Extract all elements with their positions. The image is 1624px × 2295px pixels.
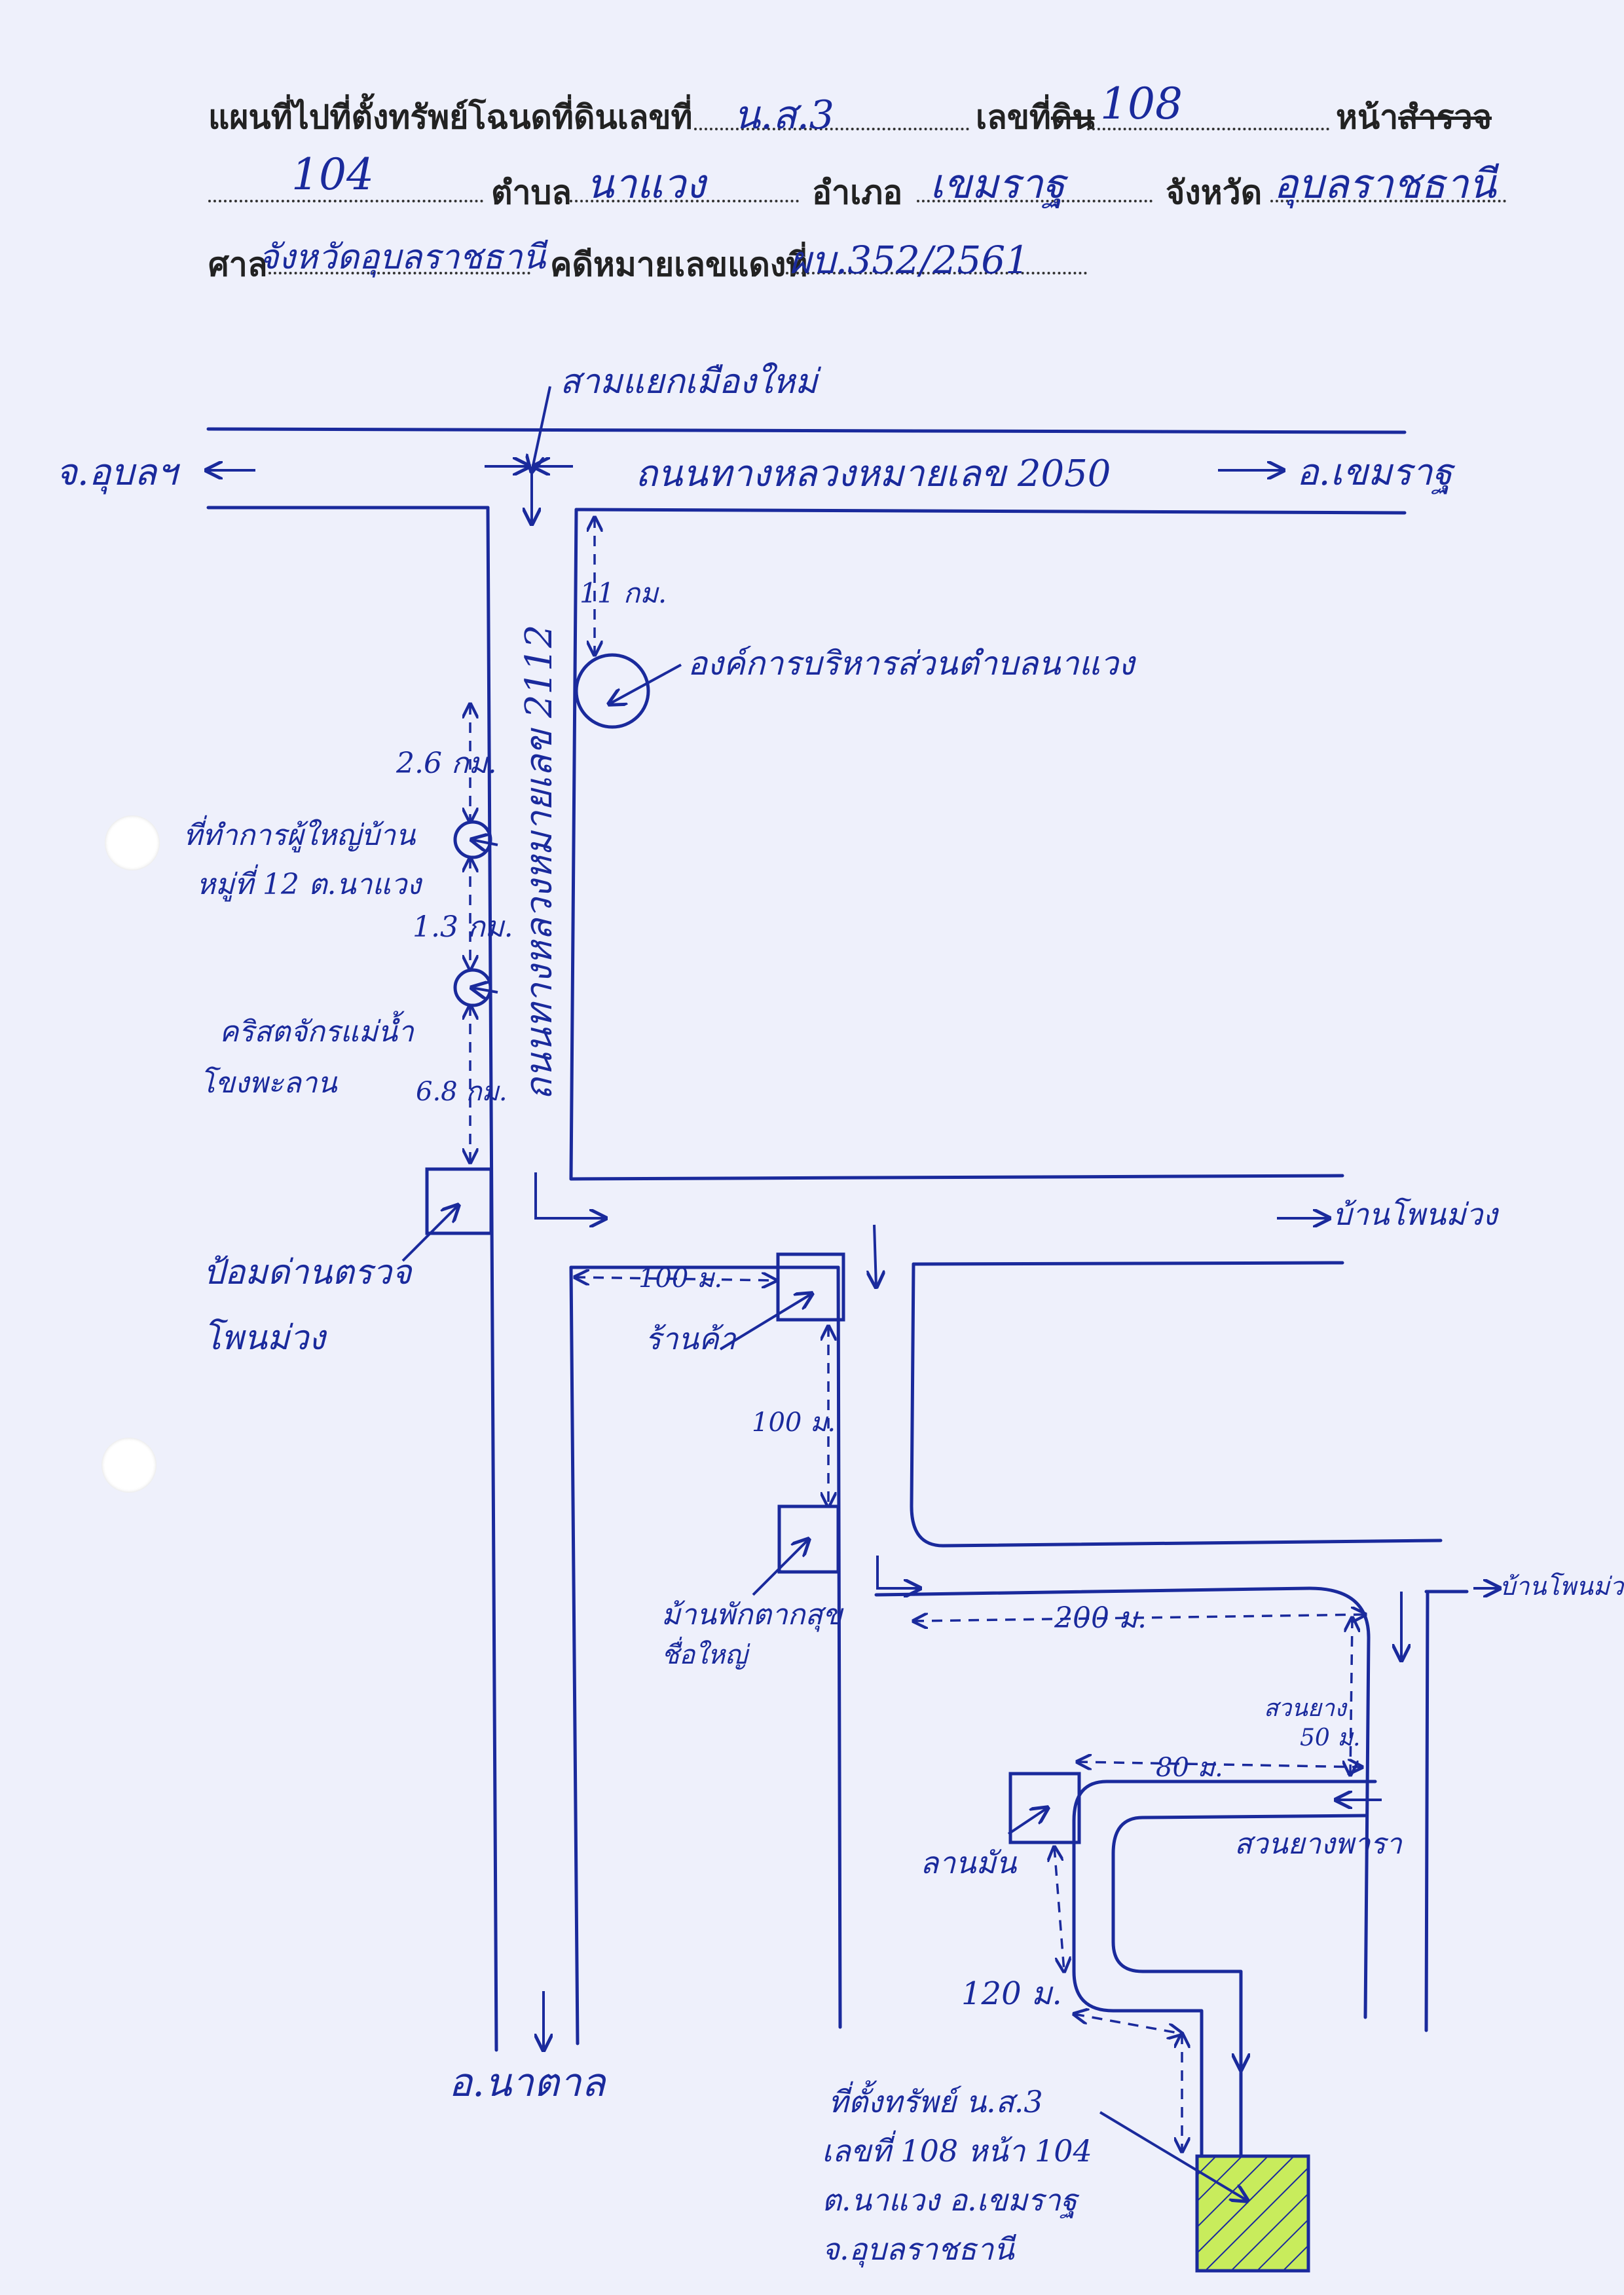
province-dotline xyxy=(1270,200,1506,202)
property-parcel xyxy=(1195,2154,1310,2273)
page-no-value: 104 xyxy=(291,149,374,200)
road-2112-right-edge-top xyxy=(569,508,578,1181)
property-label-2: เลขที่ 108 หน้า 104 xyxy=(822,2130,1092,2169)
dist-6-8km-label: 6.8 กม. xyxy=(416,1077,507,1107)
tao-office-label: องค์การบริหารส่วนตำบลนาแวง xyxy=(688,644,1137,682)
arrow-to-tao xyxy=(609,663,682,704)
highway-top-edge xyxy=(206,427,1407,434)
shop-marker xyxy=(776,1252,845,1322)
subdistrict-value: นาแวง xyxy=(586,160,706,208)
district-dotline xyxy=(917,200,1153,202)
ubon-label: จ.อุบลฯ xyxy=(56,451,180,494)
punch-hole-top xyxy=(105,815,160,870)
dim-50m xyxy=(1350,1618,1352,1775)
checkpoint-label-1: ป้อมด่านตรวจ xyxy=(203,1253,413,1292)
dim-100m-shop xyxy=(575,1277,776,1280)
tao-office-marker xyxy=(574,653,650,729)
block-outline xyxy=(910,1262,1443,1548)
subdistrict-dotline xyxy=(570,200,799,202)
dist-120m-label: 120 ม. xyxy=(961,1975,1062,2012)
resort-marker xyxy=(777,1504,840,1574)
lower-road-right-edge xyxy=(1424,1590,1430,2032)
dist-100m-shop-label: 100 ม. xyxy=(638,1263,722,1294)
dist-2-6km-label: 2.6 กม. xyxy=(396,747,497,780)
branch-road-top-edge xyxy=(569,1174,1344,1181)
shop-label: ร้านค้า xyxy=(645,1321,737,1356)
resort-label-1: ม้านพักตากสุข xyxy=(661,1598,844,1632)
khemmarat-label: อ.เขมราฐ xyxy=(1297,451,1456,494)
lower-road-top-edge xyxy=(874,1586,1371,2019)
dist-50m-label-2: 50 ม. xyxy=(1300,1725,1360,1751)
dist-100m-resort-label: 100 ม. xyxy=(752,1408,836,1438)
dist-80m-label: 80 ม. xyxy=(1156,1753,1223,1783)
dist-200m-label: 200 ม. xyxy=(1054,1601,1147,1635)
parcel-no-value: 108 xyxy=(1100,79,1183,129)
punch-hole-bottom xyxy=(101,1438,157,1493)
dim-120m-lane xyxy=(1074,2014,1182,2034)
dist-50m-label-1: สวนยาง xyxy=(1264,1695,1348,1722)
dist-11km-label: 11 กม. xyxy=(580,577,667,609)
court-dotline xyxy=(268,272,530,274)
village-label-1: บ้านโพนม่วง xyxy=(1333,1197,1500,1232)
dim-120m xyxy=(1054,1847,1064,1971)
page-no-dotline xyxy=(208,200,483,202)
checkpoint-label-2: โพนม่วง xyxy=(203,1318,327,1358)
deed-no-dotline xyxy=(694,128,969,130)
title-label: แผนที่ไปที่ตั้งทรัพย์โฉนดที่ดินเลขที่ xyxy=(208,98,693,136)
property-label-4: จ.อุบลราชธานี xyxy=(822,2231,1017,2267)
deed-no-value: น.ส.3 xyxy=(733,92,834,138)
arrow-to-resort xyxy=(752,1539,809,1596)
resort-label-2: ชื่อใหญ่ xyxy=(661,1636,750,1670)
case-label: คดีหมายเลขแดงที่ xyxy=(550,246,808,284)
province-value: อุบลราชธานี xyxy=(1274,160,1496,208)
arrow-to-shop xyxy=(719,1294,812,1351)
arrow-down-soi xyxy=(874,1224,876,1287)
village-label-2: บ้านโพนม่วง xyxy=(1500,1572,1624,1601)
highway-label: ถนนทางหลวงหมายเลข 2050 xyxy=(635,453,1111,495)
arrow-to-property xyxy=(1099,2111,1247,2201)
headman-office-label-1: ที่ทำการผู้ใหญ่บ้าน xyxy=(183,815,416,853)
branch-road-bottom-edge-b xyxy=(912,1261,1344,1266)
road-2112-left-edge xyxy=(486,506,498,2052)
highway-bottom-edge-right xyxy=(574,508,1407,515)
nata-label: อ.นาตาล xyxy=(449,2060,607,2106)
parcel-dotline xyxy=(1087,128,1329,130)
headman-office-label-2: หมู่ที่ 12 ต.นาแวง xyxy=(196,864,423,902)
dim-200m xyxy=(913,1614,1365,1621)
district-value: เขมราฐ xyxy=(930,160,1065,208)
province-label: จังหวัด xyxy=(1166,174,1263,212)
case-dotline xyxy=(786,272,1087,274)
court-label: ศาล xyxy=(208,246,268,284)
rubber-garden-label: สวนยางพารา xyxy=(1234,1827,1403,1861)
junction-label: สามแยกเมืองใหม่ xyxy=(560,362,821,401)
drying-yard-marker xyxy=(1008,1772,1081,1844)
road-2112-label: ถนนทางหลวงหมายเลข 2112 xyxy=(518,624,561,1100)
arrow-to-church xyxy=(471,988,498,992)
drying-yard-label: ลานมัน xyxy=(920,1845,1018,1880)
page-label: หน้าสำรวจ xyxy=(1336,98,1492,136)
property-label-1: ที่ตั้งทรัพย์ น.ส.3 xyxy=(828,2080,1043,2119)
road-2112-right-edge-bottom xyxy=(569,1265,580,2045)
lane-inner-edge xyxy=(1111,1814,1367,2163)
property-label-3: ต.นาแวง อ.เขมราฐ xyxy=(822,2182,1080,2218)
checkpoint-marker xyxy=(425,1167,493,1235)
arrow-turn-east-2 xyxy=(876,1556,920,1588)
dist-1-3km-label: 1.3 กม. xyxy=(413,910,513,944)
page-label-struck: สำรวจ xyxy=(1398,98,1492,136)
soi-left-edge xyxy=(836,1265,842,2029)
church-label-2: โขงพะลาน xyxy=(200,1066,339,1100)
court-value: จังหวัดอุบลราชธานี xyxy=(259,238,546,277)
arrow-to-headman xyxy=(471,840,498,845)
arrow-turn-east xyxy=(534,1172,606,1218)
church-label-1: คริสตจักรแม่น้ำ xyxy=(219,1011,415,1049)
parcel-label: เลขที่ดิน xyxy=(976,98,1095,136)
subdistrict-label: ตำบล xyxy=(491,174,572,212)
arrow-to-drying-yard xyxy=(1007,1808,1048,1835)
arrow-to-checkpoint xyxy=(401,1205,458,1262)
district-label: อำเภอ xyxy=(812,174,903,212)
case-value: ผบ.352/2561 xyxy=(789,238,1030,282)
